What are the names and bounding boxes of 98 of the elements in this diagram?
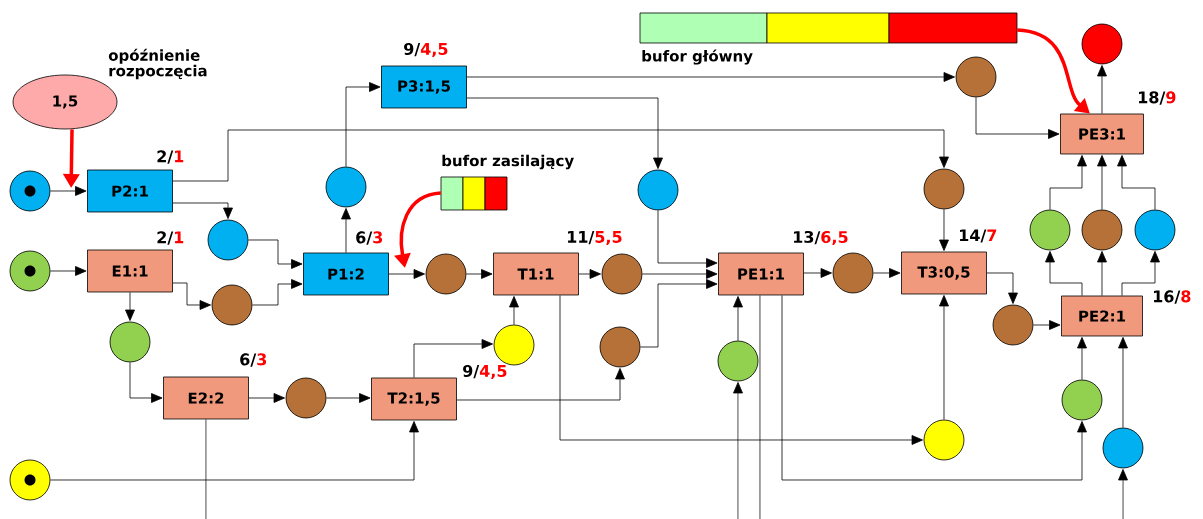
arrow (1097, 155, 1107, 210)
arrow (781, 295, 1087, 481)
arrow (125, 292, 135, 321)
time-label: 16/8 (1154, 290, 1191, 304)
arrow (413, 339, 493, 378)
arrow (733, 382, 743, 519)
time-label: 2/1 (157, 150, 184, 164)
buffer-label: bufor zasilający (442, 154, 574, 170)
place-circle (992, 304, 1034, 346)
arrow (1077, 337, 1087, 380)
time-label: 11/5,5 (568, 231, 622, 245)
place-circle (9, 250, 51, 292)
transition-box: P2:1 (87, 169, 173, 213)
buffer-label: bufor główny (642, 49, 753, 65)
place-circle (109, 321, 151, 363)
place-circle (1061, 379, 1103, 421)
arrow (1118, 337, 1128, 428)
place-circle (601, 253, 643, 295)
place-circle (1081, 23, 1123, 65)
arrow (1117, 155, 1156, 210)
arrow (975, 97, 1060, 139)
arrow (578, 269, 601, 279)
transition-box: PE3:1 (1060, 113, 1144, 155)
place-circle (923, 168, 965, 210)
place-circle (955, 56, 997, 98)
arrow (466, 72, 955, 82)
place-circle (832, 252, 874, 294)
place-circle (1102, 427, 1144, 469)
place-circle (717, 340, 759, 382)
arrow (1045, 251, 1083, 296)
arrow (559, 295, 923, 445)
time-label: 6/3 (240, 353, 267, 367)
time-label: 6/3 (356, 231, 383, 245)
arrow (1097, 65, 1107, 114)
transition-box: E1:1 (87, 249, 173, 293)
arrow (388, 269, 425, 279)
place-circle (493, 324, 535, 366)
arrow (172, 129, 949, 182)
arrow (873, 268, 901, 278)
arrow (50, 421, 419, 481)
arrow (50, 186, 87, 196)
arrow (248, 393, 285, 403)
place-circle (325, 166, 367, 208)
arrow (1121, 251, 1160, 296)
time-label: 2/1 (157, 231, 184, 245)
arrow (1118, 469, 1128, 519)
time-label: 18/9 (1139, 91, 1176, 105)
time-label: 14/7 (960, 229, 997, 243)
place-circle (1081, 209, 1123, 251)
place-circle (425, 253, 467, 295)
buffer-bar (440, 176, 508, 211)
transition-box: E2:2 (163, 376, 249, 420)
arrow (172, 282, 211, 310)
arrow (50, 266, 87, 276)
arrow (803, 268, 832, 278)
place-circle (9, 459, 51, 501)
arrow (172, 202, 233, 219)
place-circle (923, 419, 965, 461)
transition-box: PE1:1 (718, 252, 804, 296)
arrow (1049, 155, 1087, 210)
transition-box: PE2:1 (1061, 295, 1143, 337)
transition-box: P3:1,5 (381, 65, 467, 109)
arrow (509, 296, 519, 325)
place-circle (207, 219, 249, 261)
transition-box: P1:2 (303, 252, 389, 296)
arrow (326, 393, 371, 403)
arrow (1033, 320, 1061, 330)
transition-box: T2:1,5 (371, 377, 457, 421)
arrow (248, 239, 303, 269)
arrow (986, 272, 1018, 304)
time-label: 9/4,5 (463, 364, 507, 380)
place-circle (1029, 209, 1071, 251)
arrow (456, 368, 625, 401)
arrow (129, 362, 163, 403)
transition-box: T3:0,5 (901, 251, 987, 295)
arrow (466, 97, 663, 169)
arrow (733, 296, 743, 341)
place-circle (211, 284, 253, 326)
arrow (466, 269, 493, 279)
time-label: 9/4,5 (404, 42, 448, 58)
arrow (1017, 28, 1090, 114)
place-circle (9, 170, 51, 212)
place-circle (285, 377, 327, 419)
arrow (939, 295, 949, 420)
transition-box: T1:1 (493, 252, 579, 296)
arrow (640, 279, 718, 348)
arrow (642, 269, 718, 279)
arrow (657, 210, 718, 268)
arrow (939, 209, 949, 251)
arrow (252, 279, 303, 306)
place-circle (637, 169, 679, 211)
time-label: 13/6,5 (794, 230, 848, 246)
arrow (341, 208, 351, 253)
place-circle (599, 326, 641, 368)
arrow (1097, 251, 1107, 296)
place-circle (1134, 209, 1176, 251)
buffer-bar (639, 12, 1018, 44)
arrow (345, 82, 381, 167)
